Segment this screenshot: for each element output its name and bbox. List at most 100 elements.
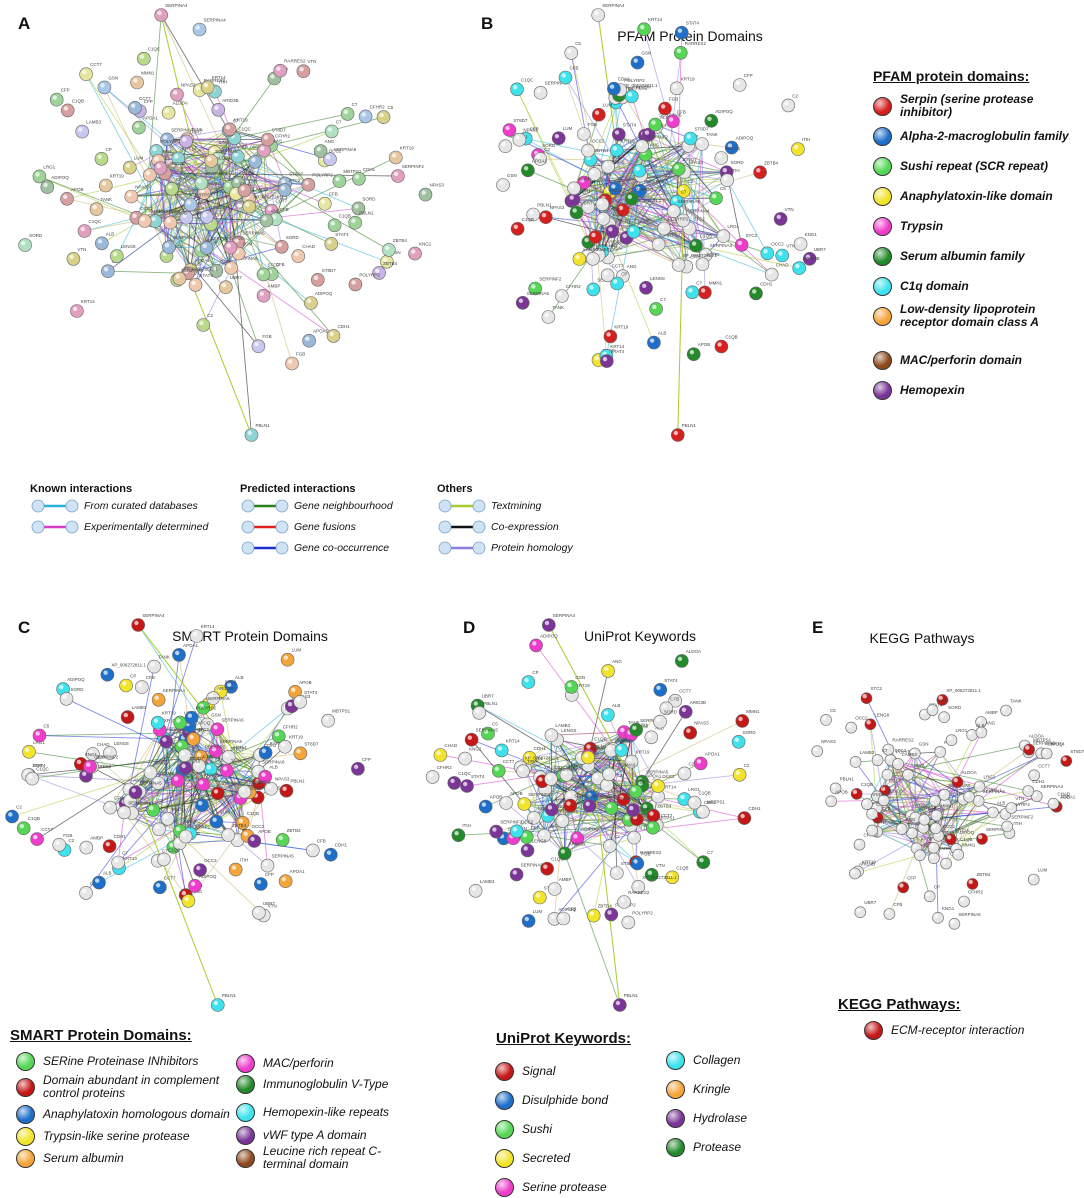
protein-node-label: ARID3B — [859, 862, 875, 867]
protein-node-label: APOB — [490, 795, 503, 800]
protein-node-highlight — [132, 788, 136, 792]
protein-node — [736, 714, 749, 727]
protein-node — [705, 114, 718, 127]
protein-node-highlight — [558, 292, 562, 296]
protein-node-label: XP_006272811.1 — [253, 195, 288, 200]
protein-node-highlight — [952, 845, 956, 849]
protein-node — [211, 787, 224, 800]
protein-node-label: CCT7 — [139, 96, 151, 101]
protein-node — [565, 680, 578, 693]
protein-node-label: SERPINA4 — [687, 209, 710, 214]
protein-node-label: MMN1 — [962, 843, 976, 848]
protein-node-label: ST8D7 — [272, 128, 287, 133]
protein-node-highlight — [674, 431, 678, 435]
protein-node-label: C1QC — [937, 698, 950, 703]
protein-node-label: SERPINA5 — [140, 780, 163, 785]
protein-node-label: AMBP — [149, 209, 162, 214]
protein-node-highlight — [492, 827, 496, 831]
protein-node-highlight — [717, 154, 721, 158]
protein-node-label: XP_006272811.1 — [184, 267, 219, 272]
protein-node-highlight — [813, 747, 817, 751]
protein-node-label: ARID3B — [169, 161, 185, 166]
protein-node — [587, 909, 600, 922]
protein-node-highlight — [723, 168, 727, 172]
protein-node-highlight — [604, 163, 608, 167]
protein-node-label: ITIH — [802, 137, 811, 142]
protein-node-label: SERPINA4 — [602, 3, 625, 8]
legend-label: Collagen — [693, 1054, 740, 1067]
protein-node-label: APOA1 — [705, 751, 721, 756]
protein-node-highlight — [261, 773, 265, 777]
protein-node — [570, 206, 583, 219]
protein-node-label: CP — [625, 738, 631, 743]
protein-node-highlight — [768, 270, 772, 274]
protein-node-label: KRT14 — [212, 75, 226, 80]
protein-node-highlight — [570, 184, 574, 188]
protein-node — [500, 797, 513, 810]
protein-node — [601, 269, 614, 282]
protein-node-label: SERPINF2 — [646, 134, 669, 139]
protein-node-highlight — [723, 176, 727, 180]
protein-node-highlight — [595, 356, 599, 360]
legend-color-dot — [236, 1054, 255, 1073]
protein-node-label: C5 — [165, 156, 171, 161]
protein-node-label: CCT7 — [164, 875, 176, 880]
protein-node — [630, 723, 643, 736]
protein-node-highlight — [570, 195, 574, 199]
protein-node — [654, 683, 667, 696]
protein-node-label: VTN — [785, 207, 794, 212]
protein-node-highlight — [513, 870, 517, 874]
protein-node — [521, 844, 534, 857]
protein-node-highlight — [613, 279, 617, 283]
protein-node-highlight — [212, 818, 216, 822]
protein-node-highlight — [670, 207, 674, 211]
protein-node-highlight — [28, 774, 32, 778]
protein-node-label: RARRES2 — [628, 890, 650, 895]
protein-node-label: SERPINA6 — [334, 147, 357, 152]
protein-node-label: LUM — [563, 126, 573, 131]
protein-node-label: ANG — [271, 209, 281, 214]
protein-node-highlight — [1002, 706, 1006, 710]
protein-node — [212, 103, 225, 116]
legend-label: Serine protease — [522, 1181, 607, 1194]
protein-node-label: C5 — [388, 105, 394, 110]
protein-node-highlight — [656, 718, 660, 722]
protein-node-label: CCT7 — [1038, 763, 1050, 768]
legend-label: Sushi repeat (SCR repeat) — [900, 160, 1048, 173]
protein-node-label: STC2 — [197, 727, 209, 732]
protein-node — [275, 240, 288, 253]
protein-node-label: C2 — [207, 313, 213, 318]
protein-node — [110, 250, 123, 263]
protein-node-label: MMN1 — [709, 280, 723, 285]
uniprot-legend-item: Disulphide bond — [495, 1089, 608, 1111]
protein-node-highlight — [178, 742, 182, 746]
protein-node-highlight — [173, 90, 177, 94]
protein-node — [513, 133, 526, 146]
protein-node-label: ALDOA — [962, 770, 977, 775]
protein-node-highlight — [784, 101, 788, 105]
protein-node-label: CP — [621, 272, 627, 277]
protein-node-label: STAT4 — [335, 232, 349, 237]
protein-node-highlight — [856, 908, 860, 912]
protein-node — [652, 780, 665, 793]
legend-color-dot — [873, 97, 892, 116]
protein-node-highlight — [501, 142, 505, 146]
protein-node-label: ADIPOQ — [199, 874, 217, 879]
protein-node-highlight — [608, 227, 612, 231]
protein-node-label: C1QC — [521, 77, 534, 82]
protein-node-highlight — [86, 762, 90, 766]
protein-node — [61, 104, 74, 117]
protein-node-label: SERPINA5 — [958, 912, 981, 917]
legend-color-dot — [873, 247, 892, 266]
protein-node — [1048, 798, 1059, 809]
protein-node-highlight — [698, 140, 702, 144]
protein-node-label: TANK — [158, 655, 170, 660]
protein-node-label: CFP — [362, 757, 371, 762]
protein-node-label: KRT19 — [614, 324, 628, 329]
protein-node-label: ST8D7 — [190, 756, 205, 761]
protein-node-label: CDH1 — [1032, 779, 1045, 784]
protein-node — [327, 329, 340, 342]
protein-node — [684, 132, 697, 145]
protein-node-label: LUM — [292, 648, 302, 653]
protein-node-highlight — [131, 104, 135, 108]
